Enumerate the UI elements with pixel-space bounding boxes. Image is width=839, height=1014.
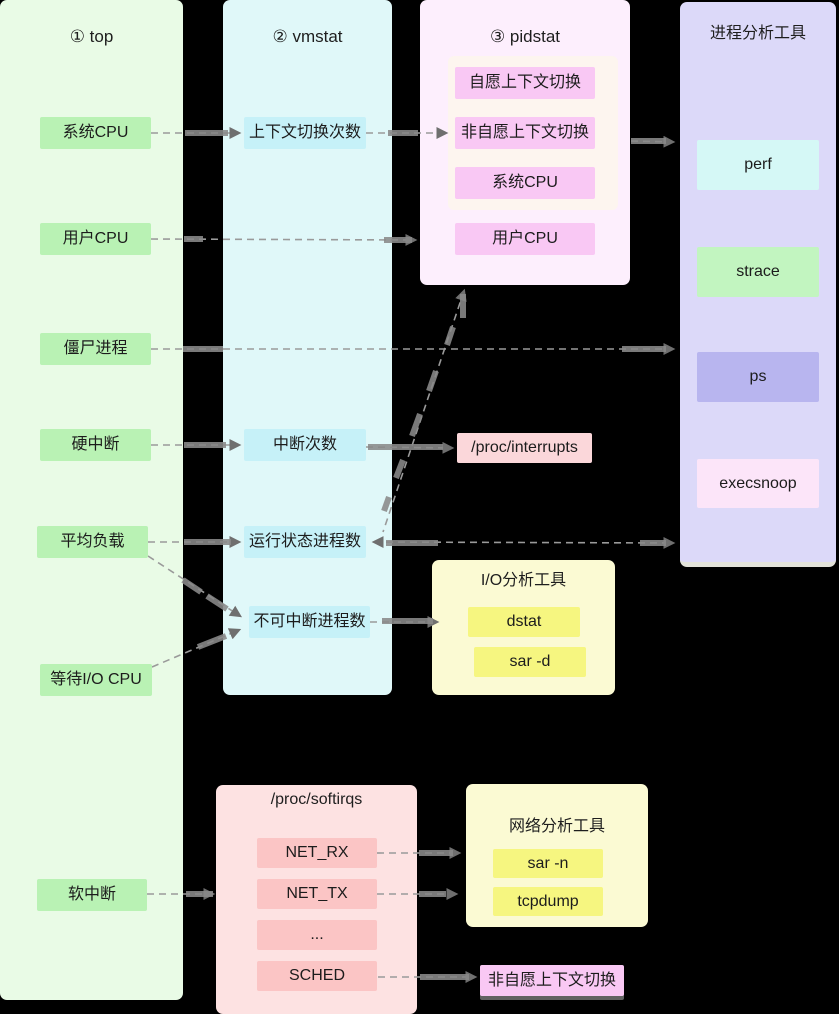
pidstat-chip-involuntary-cs: 非自愿上下文切换 bbox=[455, 117, 595, 149]
panel-top bbox=[0, 0, 183, 1000]
pidstat-chip-system-cpu: 系统CPU bbox=[455, 167, 595, 199]
io-chip-dstat: dstat bbox=[468, 607, 580, 637]
network-chip-sar-n: sar -n bbox=[493, 849, 603, 878]
tool-chip-perf: perf bbox=[697, 140, 819, 190]
top-chip-load-average: 平均负载 bbox=[37, 526, 148, 558]
pidstat-panel-title: ③ pidstat bbox=[489, 27, 561, 46]
top-chip-hard-irq: 硬中断 bbox=[40, 429, 151, 461]
process-tools-panel-title: 进程分析工具 bbox=[709, 25, 806, 42]
softirq-chip-net-tx: NET_TX bbox=[257, 879, 377, 909]
io-tools-panel-title: I/O分析工具 bbox=[480, 572, 567, 589]
panel-vmstat bbox=[223, 0, 392, 695]
softirq-chip-sched: SCHED bbox=[257, 961, 377, 991]
arrow-highlight-strokes bbox=[181, 130, 666, 980]
io-chip-sar-d: sar -d bbox=[474, 647, 586, 677]
tool-chip-ps: ps bbox=[697, 352, 819, 402]
vmstat-chip-running-processes: 运行状态进程数 bbox=[244, 526, 366, 558]
top-chip-iowait-cpu: 等待I/O CPU bbox=[40, 664, 152, 696]
tool-chip-execsnoop: execsnoop bbox=[697, 459, 819, 508]
top-chip-zombie-process: 僵尸进程 bbox=[40, 333, 151, 365]
tool-chip-strace: strace bbox=[697, 247, 819, 297]
softirq-chip-net-rx: NET_RX bbox=[257, 838, 377, 868]
network-tools-panel-title: 网络分析工具 bbox=[508, 818, 605, 835]
involuntary-cs-node: 非自愿上下文切换 bbox=[480, 965, 624, 996]
vmstat-chip-context-switches: 上下文切换次数 bbox=[244, 117, 366, 149]
vmstat-chip-uninterruptible-processes: 不可中断进程数 bbox=[249, 606, 370, 638]
top-chip-soft-irq: 软中断 bbox=[37, 879, 147, 911]
vmstat-panel-title: ② vmstat bbox=[272, 27, 343, 46]
proc-interrupts-node: /proc/interrupts bbox=[457, 433, 592, 463]
vmstat-chip-interrupt-count: 中断次数 bbox=[244, 429, 366, 461]
top-chip-user-cpu: 用户CPU bbox=[40, 223, 151, 255]
pidstat-chip-user-cpu: 用户CPU bbox=[455, 223, 595, 255]
network-chip-tcpdump: tcpdump bbox=[493, 887, 603, 916]
softirqs-panel-title: /proc/softirqs bbox=[270, 791, 363, 808]
pidstat-chip-voluntary-cs: 自愿上下文切换 bbox=[455, 67, 595, 99]
softirq-chip-ellipsis: ... bbox=[257, 920, 377, 950]
top-chip-system-cpu: 系统CPU bbox=[40, 117, 151, 149]
top-panel-title: ① top bbox=[69, 27, 114, 46]
